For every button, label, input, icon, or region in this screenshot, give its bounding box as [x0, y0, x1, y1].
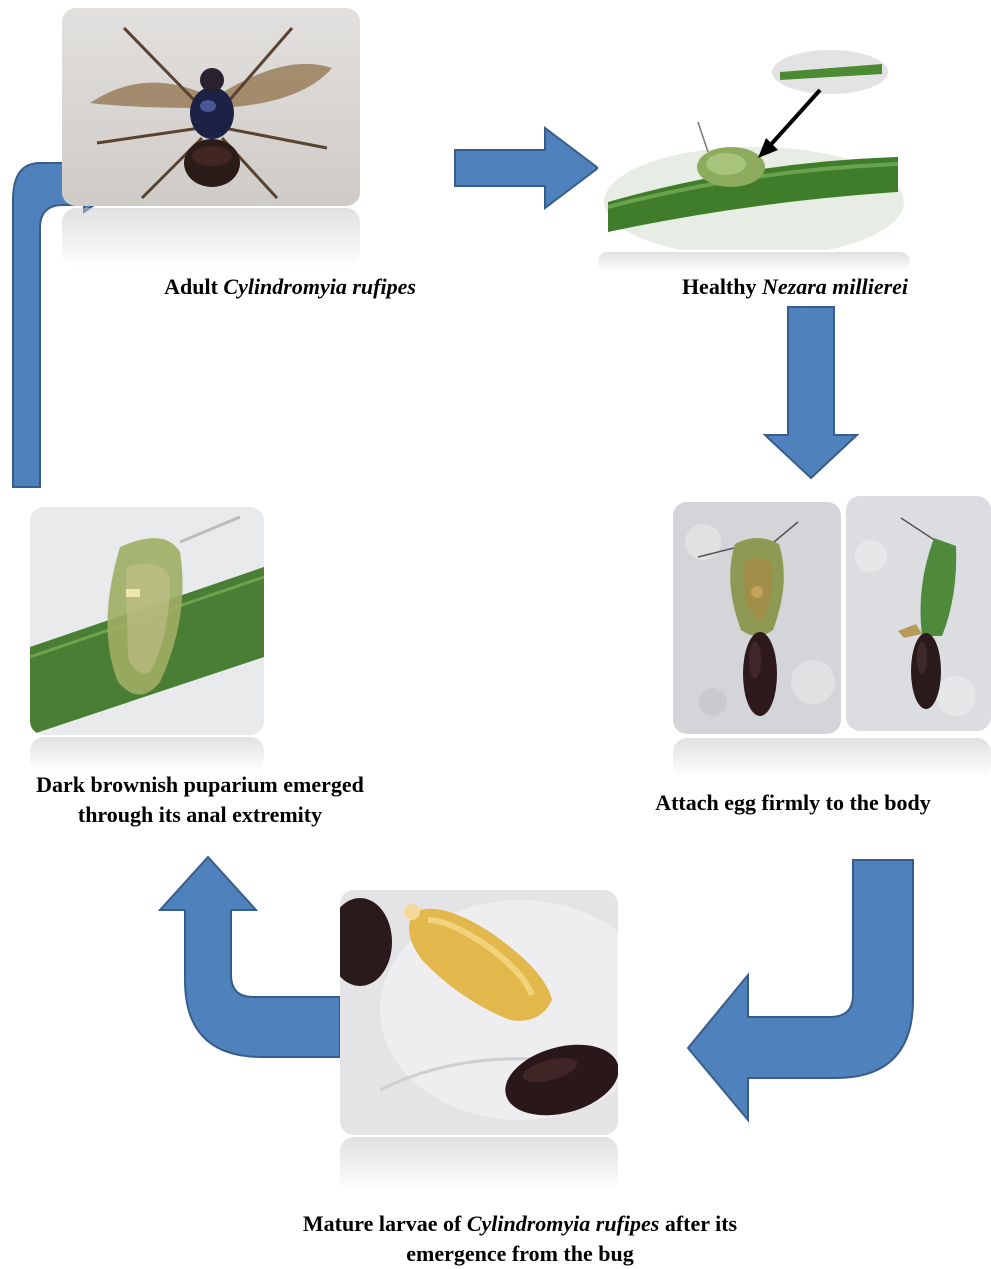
- caption-puparium-line1: Dark brownish puparium emerged: [0, 770, 400, 800]
- caption-larvae: Mature larvae of Cylindromyia rufipes af…: [240, 1209, 800, 1269]
- caption-attach: Attach egg firmly to the body: [618, 788, 968, 818]
- healthy-bug-photo: [598, 42, 910, 250]
- adult-fly-photo: [62, 8, 360, 206]
- caption-adult-species: Cylindromyia rufipes: [223, 274, 416, 299]
- caption-adult-label: Adult: [164, 274, 223, 299]
- caption-healthy-label: Healthy: [682, 274, 762, 299]
- arrow-larvae-to-puparium: [160, 857, 340, 1057]
- caption-healthy-species: Nezara millierei: [762, 274, 908, 299]
- arrow-adult-to-healthy: [455, 128, 598, 208]
- parasitized-bug-photo-lateral: [846, 496, 991, 731]
- arrow-attach-to-larvae: [688, 860, 913, 1120]
- caption-larvae-line1-c: after its: [659, 1211, 737, 1236]
- caption-puparium: Dark brownish puparium emerged through i…: [0, 770, 400, 830]
- arrow-healthy-to-attach: [765, 307, 857, 478]
- adult-photo-reflection: [62, 208, 360, 268]
- caption-larvae-line2: emergence from the bug: [240, 1239, 800, 1269]
- parasitized-bug-photo-dorsal: [673, 502, 841, 734]
- caption-larvae-line1-a: Mature larvae of: [303, 1211, 467, 1236]
- puparium-emergence-photo: [30, 507, 264, 735]
- caption-healthy: Healthy Nezara millierei: [620, 272, 970, 302]
- caption-larvae-line1: Mature larvae of Cylindromyia rufipes af…: [240, 1209, 800, 1239]
- attach-photo-reflection: [673, 738, 991, 778]
- caption-larvae-species: Cylindromyia rufipes: [467, 1211, 660, 1236]
- caption-adult: Adult Cylindromyia rufipes: [110, 272, 470, 302]
- larva-photo-reflection: [340, 1137, 618, 1192]
- caption-attach-text: Attach egg firmly to the body: [655, 790, 931, 815]
- caption-puparium-line2: through its anal extremity: [0, 800, 400, 830]
- healthy-photo-reflection: [598, 252, 910, 272]
- puparium-photo-reflection: [30, 737, 264, 772]
- mature-larva-photo: [340, 890, 618, 1135]
